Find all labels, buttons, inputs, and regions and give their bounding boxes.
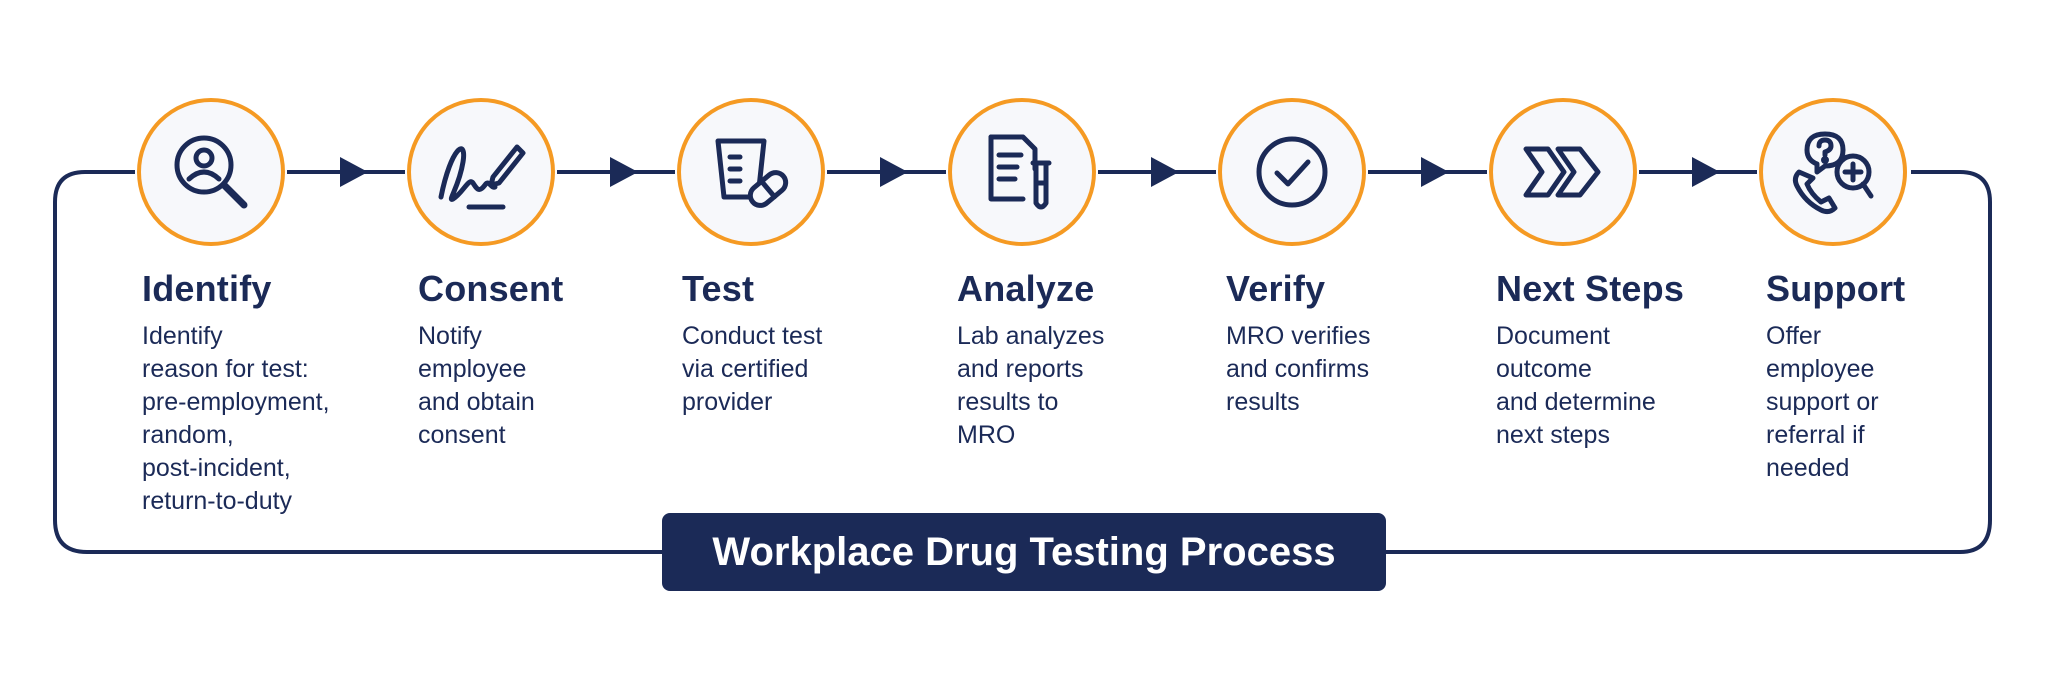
- step-next-steps-title: Next Steps: [1496, 268, 1685, 309]
- step-analyze-title: Analyze: [957, 268, 1095, 309]
- person-search-icon: [174, 135, 248, 209]
- step-test-circle: [677, 98, 825, 246]
- process-title-banner: Workplace Drug Testing Process: [662, 513, 1386, 591]
- check-circle-icon: [1256, 136, 1328, 208]
- step-support-circle: [1759, 98, 1907, 246]
- step-analyze-circle: [948, 98, 1096, 246]
- arrow-3-4: [880, 157, 908, 187]
- step-support-title: Support: [1766, 268, 1906, 309]
- arrow-6-7: [1692, 157, 1720, 187]
- support-chat-icon: [1792, 131, 1874, 215]
- step-test-description: Conduct test via certified provider: [682, 322, 823, 416]
- step-identify-circle: [137, 98, 285, 246]
- step-analyze-description: Lab analyzes and reports results to MRO: [957, 322, 1105, 449]
- step-consent-title: Consent: [418, 268, 564, 309]
- process-title: Workplace Drug Testing Process: [712, 529, 1336, 574]
- step-verify-circle: [1218, 98, 1366, 246]
- step-support-description: Offer employee support or referral if ne…: [1766, 322, 1879, 482]
- step-consent-description: Notify employee and obtain consent: [418, 322, 535, 449]
- step-identify-description: Identify reason for test: pre-employment…: [142, 322, 330, 515]
- step-next-steps-circle: [1489, 98, 1637, 246]
- step-identify-title: Identify: [142, 268, 272, 309]
- arrow-1-2: [340, 157, 368, 187]
- double-chevron-icon: [1523, 146, 1601, 198]
- arrow-4-5: [1151, 157, 1179, 187]
- step-consent-circle: [407, 98, 555, 246]
- cup-pill-icon: [715, 138, 789, 208]
- signature-icon: [438, 144, 526, 210]
- step-verify-title: Verify: [1226, 268, 1326, 309]
- arrow-2-3: [610, 157, 638, 187]
- step-test-title: Test: [682, 268, 755, 309]
- arrow-5-6: [1421, 157, 1449, 187]
- step-next-steps-description: Document outcome and determine next step…: [1496, 322, 1656, 449]
- step-verify-description: MRO verifies and confirms results: [1226, 322, 1371, 416]
- lab-report-icon: [988, 134, 1052, 210]
